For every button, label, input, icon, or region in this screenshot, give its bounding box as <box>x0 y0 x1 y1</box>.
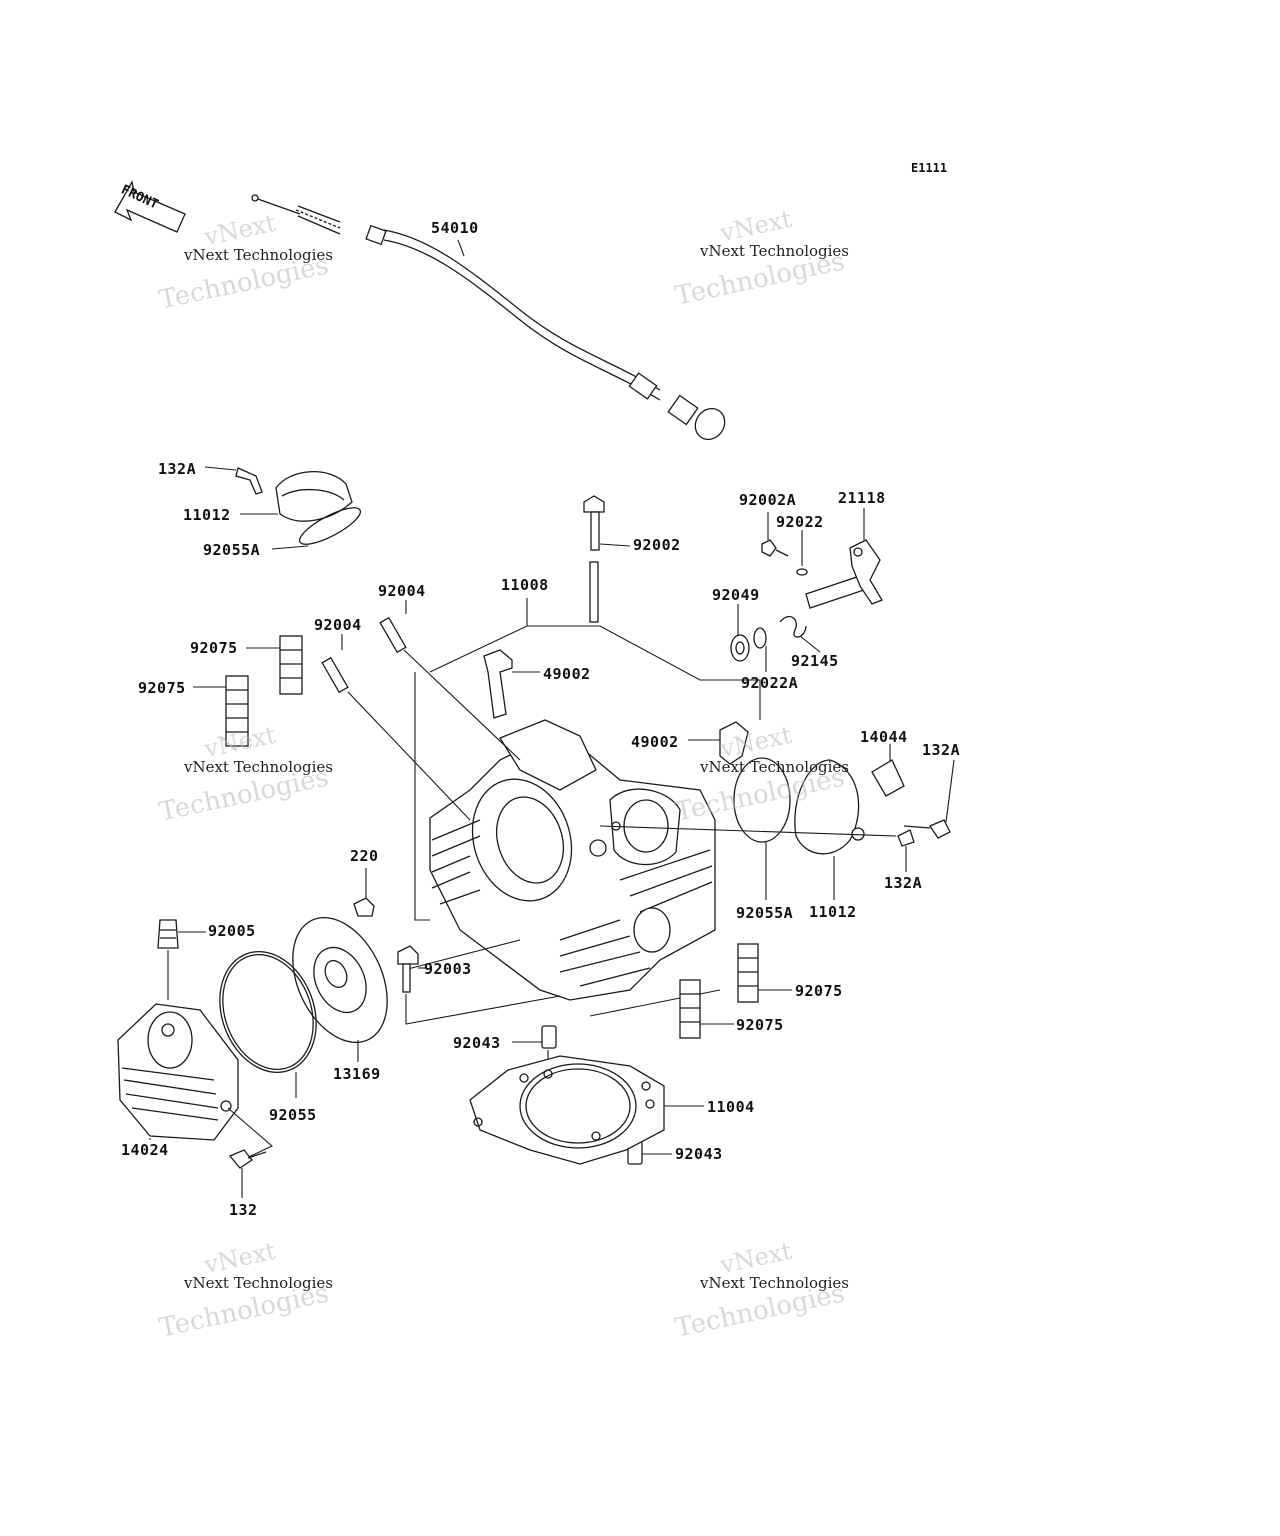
oring-92055-part <box>219 951 317 1098</box>
lever-21118-part <box>761 508 883 609</box>
part-label-49002: 49002 <box>543 665 591 683</box>
part-label-92055: 92055 <box>269 1106 317 1124</box>
part-label-92145: 92145 <box>791 652 839 670</box>
stud-92002-part <box>583 495 631 623</box>
part-label-49002: 49002 <box>631 733 679 751</box>
part-label-11012: 11012 <box>183 506 231 524</box>
part-label-92002a: 92002A <box>739 491 797 509</box>
gasket-11004-part <box>469 1055 704 1165</box>
cap-11012-top-part <box>204 466 362 550</box>
part-label-21118: 21118 <box>838 489 886 507</box>
head-11008-bracket <box>414 598 761 1017</box>
part-label-132a: 132A <box>922 741 961 759</box>
part-label-92075: 92075 <box>795 982 843 1000</box>
damper-92075-right-part <box>679 943 792 1039</box>
part-label-92043: 92043 <box>453 1034 501 1052</box>
part-label-11012: 11012 <box>809 903 857 921</box>
part-label-14044: 14044 <box>860 728 908 746</box>
part-label-220: 220 <box>350 847 379 865</box>
part-label-92003: 92003 <box>424 960 472 978</box>
part-label-11008: 11008 <box>501 576 549 594</box>
part-label-92004: 92004 <box>314 616 362 634</box>
part-label-92049: 92049 <box>712 586 760 604</box>
part-label-14024: 14024 <box>121 1141 169 1159</box>
damper-92075-left-part <box>193 635 303 747</box>
part-label-132a: 132A <box>158 460 197 478</box>
part-label-132: 132 <box>229 1201 258 1219</box>
seal-spring-group <box>730 604 821 672</box>
part-label-11004: 11004 <box>707 1098 755 1116</box>
part-label-92004: 92004 <box>378 582 426 600</box>
part-label-92022: 92022 <box>776 513 824 531</box>
part-label-92075: 92075 <box>138 679 186 697</box>
part-label-92055a: 92055A <box>203 541 261 559</box>
part-label-92022a: 92022A <box>741 674 799 692</box>
plate-13169-part <box>292 916 521 1062</box>
part-label-92005: 92005 <box>208 922 256 940</box>
cylinder-head-part <box>429 719 716 1001</box>
guide-49002-part <box>483 649 749 765</box>
diagram-code: E1111 <box>911 161 948 175</box>
cable-part <box>251 194 726 441</box>
dowel-92043-part <box>512 1025 672 1165</box>
cover-14024-part <box>117 1003 274 1163</box>
part-label-92075: 92075 <box>736 1016 784 1034</box>
bolt-92003-part <box>397 945 561 1025</box>
part-label-92075: 92075 <box>190 639 238 657</box>
part-label-92043: 92043 <box>675 1145 723 1163</box>
fitting-92005-part <box>157 919 206 1000</box>
plug-220-part <box>353 868 375 917</box>
part-label-92055a: 92055A <box>736 904 794 922</box>
cap-11012-right-part <box>599 744 955 900</box>
front-arrow-icon <box>114 180 186 233</box>
part-label-132a: 132A <box>884 874 923 892</box>
bolt-132-part <box>228 1149 267 1198</box>
stud-92004-part <box>321 600 521 821</box>
part-label-92002: 92002 <box>633 536 681 554</box>
part-label-54010: 54010 <box>431 219 479 237</box>
part-label-13169: 13169 <box>333 1065 381 1083</box>
